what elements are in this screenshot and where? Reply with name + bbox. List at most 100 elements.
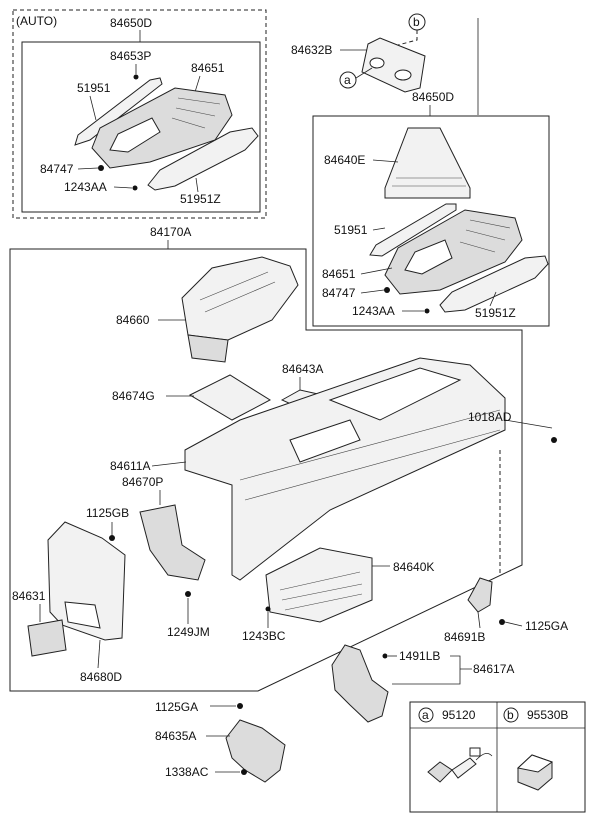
legend-a-part: 95120 (442, 708, 476, 722)
switch-hole-a (369, 57, 385, 69)
label-51951-auto: 51951 (77, 81, 111, 95)
leader-1018AD (504, 419, 553, 429)
trim-strip-51951-auto (74, 77, 163, 146)
bracket-84691B (467, 577, 493, 613)
label-84660: 84660 (116, 313, 150, 327)
screw-1018AD (551, 437, 557, 443)
screw-1243BC (265, 606, 271, 612)
leader-84651 (360, 267, 393, 275)
switch-hole-b (394, 69, 412, 81)
label-84643A: 84643A (282, 362, 323, 376)
switch-95530B-icon (516, 754, 554, 791)
label-84680D: 84680D (80, 670, 122, 684)
leader-84747 (360, 289, 385, 294)
legend-table: a 95120 b 95530B (409, 701, 586, 813)
console-shifter-opening (328, 367, 462, 421)
screw-1125GB (109, 535, 115, 541)
console-cupholder (289, 419, 361, 463)
legend-b-circle (503, 707, 519, 723)
leader-1125GA-right (504, 621, 523, 627)
trim-strip-51951 (369, 203, 457, 257)
label-84640E: 84640E (324, 153, 365, 167)
screw-1243AA-auto (132, 185, 138, 191)
bottom-brackets-group: 1491LB 84617A 1125GA 84635A 1338AC (155, 644, 514, 783)
bracket-84670P (139, 504, 206, 581)
label-84747: 84747 (322, 286, 356, 300)
leader-51951Z-auto (195, 177, 199, 193)
auto-inner-box (21, 41, 261, 213)
label-1249JM: 1249JM (167, 625, 210, 639)
bolt-1249JM (185, 591, 191, 597)
legend-a-circle (418, 707, 434, 723)
manual-shifter-group: 84632B a b 84650D 84640E 51951 84651 847… (291, 13, 550, 327)
label-1125GA-right: 1125GA (525, 619, 568, 633)
legend-border (409, 701, 586, 813)
callout-b-leader (397, 30, 418, 46)
manual-inner-box (312, 115, 550, 327)
tray-84631 (27, 619, 67, 657)
boot-fold-lines (392, 177, 466, 187)
bracket-84635A (225, 719, 286, 783)
socket-95120-icon (427, 747, 493, 783)
armrest-hinge (187, 334, 229, 363)
label-1243AA-auto: 1243AA (64, 180, 107, 194)
storage-tray-84640K (265, 547, 373, 623)
label-84170A: 84170A (150, 225, 191, 239)
label-1125GB: 1125GB (86, 506, 129, 520)
label-84635A: 84635A (155, 729, 196, 743)
screw-1491LB (382, 653, 388, 659)
rear-panel-opening (64, 601, 101, 629)
label-1338AC: 1338AC (165, 765, 209, 779)
label-1243BC: 1243BC (242, 629, 286, 643)
bracket-84617A (331, 644, 389, 723)
storage-tray-grid (279, 571, 363, 611)
label-84747-auto: 84747 (40, 162, 74, 176)
leader-84617A (392, 655, 472, 685)
leader-84747-auto (77, 167, 99, 170)
screw-1125GA-bottom (237, 703, 243, 709)
shift-gate-opening (109, 117, 161, 153)
label-84653P: 84653P (110, 49, 151, 63)
callout-a-letter: a (344, 73, 351, 87)
console-body-84611A (184, 357, 506, 581)
label-1018AD: 1018AD (468, 410, 512, 424)
label-51951Z-auto: 51951Z (180, 192, 221, 206)
screw-1243AA (424, 308, 430, 314)
clip-84747 (384, 287, 390, 293)
leader-51951Z (489, 291, 497, 307)
armrest-84660 (181, 256, 299, 341)
armrest-seam (199, 271, 276, 313)
console-assembly-group: 84170A 84660 84674G 84643A 84611A 1018AD… (9, 225, 568, 692)
label-84651-auto: 84651 (191, 61, 225, 75)
bezel-opening (404, 239, 453, 275)
legend-b-part: 95530B (527, 708, 568, 722)
label-84632B: 84632B (291, 43, 332, 57)
screw-1338AC (241, 769, 247, 775)
console-outline-box (9, 248, 523, 692)
callout-a-leader (355, 67, 373, 79)
callout-a-circle (339, 71, 357, 89)
label-1491LB: 1491LB (399, 649, 440, 663)
label-51951Z: 51951Z (475, 306, 516, 320)
screw-1125GA-right (499, 619, 505, 625)
leader-51951 (372, 227, 386, 231)
bezel-detail-lines-manual (459, 219, 511, 253)
side-trim-51951Z (439, 255, 549, 313)
leader-1243AA-auto (113, 186, 133, 189)
label-84691B: 84691B (444, 630, 485, 644)
label-84650D: 84650D (412, 90, 454, 104)
screw-84653P (133, 74, 139, 80)
label-84640K: 84640K (393, 560, 434, 574)
leader-84651-auto (194, 75, 201, 93)
auto-dashed-border (12, 9, 267, 219)
console-side-lines (239, 409, 501, 501)
legend-a-letter: a (422, 708, 429, 722)
auto-header: (AUTO) (16, 14, 57, 28)
label-84650D-auto: 84650D (110, 16, 152, 30)
label-1243AA: 1243AA (352, 304, 395, 318)
label-1125GA-bottom: 1125GA (155, 700, 198, 714)
label-84651: 84651 (322, 267, 356, 281)
legend-b-letter: b (507, 708, 514, 722)
leader-84611A (151, 461, 187, 467)
